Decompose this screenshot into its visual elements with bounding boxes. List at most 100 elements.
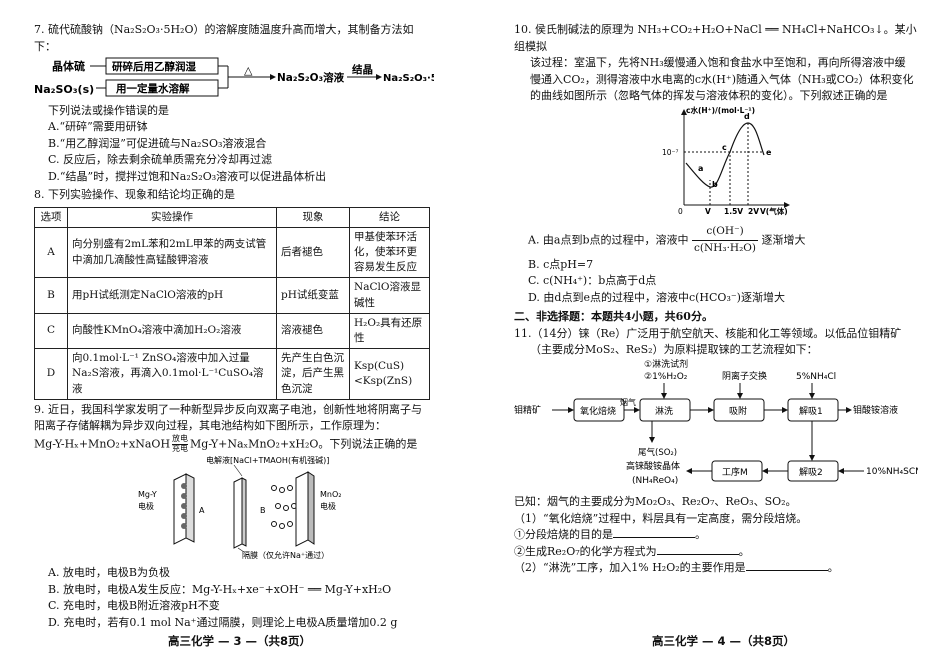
q11-flow-stepm: 工序M	[722, 466, 748, 478]
right-column: 10. 侯氏制碱法的原理为 NH₃+CO₂+H₂O+NaCl ══ NH₄Cl+…	[514, 22, 922, 577]
q7-flow-step-top: 研碎后用乙醇润湿	[112, 60, 196, 73]
q10-graph: c水(H⁺)/(mol·L⁻¹) 10⁻⁷ 0 V 1.5V 2V V(气体) …	[662, 105, 790, 216]
q9-fig-label-b: B	[260, 506, 266, 515]
q9-fig-left-electrode: Mg-Y	[138, 490, 157, 499]
q10-option-a-pre: A. 由a点到b点的过程中，溶液中	[528, 233, 689, 247]
q9-fig-membrane: 隔膜（仅允许Na⁺通过）	[242, 550, 329, 560]
left-page-footer: 高三化学 — 3 —（共8页）	[168, 634, 312, 648]
table-cell: 向酸性KMnO₄溶液中滴加H₂O₂溶液	[67, 312, 277, 350]
q11-flow-tail: 尾气(SO₂)	[638, 447, 677, 458]
q11-flow-smoke: 烟气	[620, 397, 636, 407]
q10-option-a-post: 逐渐增大	[761, 233, 806, 247]
q8-stem: 8. 下列实验操作、现象和结论均正确的是	[34, 188, 235, 201]
q11-flow-desorb2: 解吸2	[799, 466, 823, 478]
q9-fig-right-electrode: MnO₂	[320, 490, 341, 499]
table-cell: B	[34, 277, 68, 314]
q7-option-b: B.“用乙醇润湿”可促进硫与Na₂SO₃溶液混合	[48, 136, 267, 150]
table-header-cell: 结论	[349, 206, 430, 228]
q10-stem-2: 该过程：室温下，先将NH₃缓慢通入饱和食盐水中至饱和，再向所得溶液中缓	[530, 56, 906, 69]
q11-part-1a-text: ①分段焙烧的目的是	[514, 528, 613, 541]
table-cell: NaClO溶液显碱性	[349, 277, 430, 314]
q11-part-1a: ①分段焙烧的目的是 。	[514, 527, 918, 544]
q11-part-1b-text: ②生成Re₂O₇的化学方程式为	[514, 544, 657, 558]
answer-blank[interactable]	[745, 560, 828, 571]
q10-graph-xlabel: V(气体)	[760, 206, 788, 216]
q10-graph-curve	[685, 121, 765, 188]
q10-option-a-fraction: c(OH⁻)c(NH₃·H₂O)	[692, 224, 758, 257]
q11-flow-roast: 氧化焙烧	[580, 405, 616, 417]
table-cell: H₂O₂具有还原性	[349, 312, 430, 350]
q7-ask: 下列说法或操作错误的是	[48, 103, 169, 117]
q11-flow-desorb1: 解吸1	[799, 405, 823, 417]
q9-stem-1: 9. 近日，我国科学家发明了一种新型异步反向双离子电池，创新性地将阴离子与	[34, 402, 422, 416]
table-cell: 甲基使苯环活化，使苯环更容易发生反应	[349, 226, 430, 279]
q7-option-c: C. 反应后，除去剩余硫单质需充分冷却再过滤	[48, 153, 273, 166]
q7-option-a: A.“研碎”需要用研钵	[48, 120, 148, 133]
q9-fig-left-electrode-2: 电极	[138, 501, 154, 511]
q11-stem-2: （主要成分MoS₂、ReS₂）为原料提取铼的工艺流程如下：	[530, 343, 818, 356]
q11-known: 已知：烟气的主要成分为Mo₂O₃、Re₂O₇、ReO₃、SO₂。	[514, 495, 797, 508]
q10-graph-origin: 0	[678, 207, 683, 216]
q9-eq-arrow: 放电充电	[172, 434, 189, 454]
q10-graph-point-b: b	[712, 180, 718, 189]
q9-stem-2: 阳离子存储解耦为异步双向过程，其电池结构如下图所示，工作原理为：	[34, 419, 386, 433]
answer-blank[interactable]	[613, 527, 695, 538]
section-2-heading: 二、非选择题：本题共4小题，共60分。	[514, 310, 713, 323]
fraction-denominator: c(NH₃·H₂O)	[694, 241, 756, 254]
q10-stem-4: 的曲线如图所示（忽略气体的挥发与溶液体积的变化）。下列叙述正确的是	[530, 89, 888, 102]
table-cell: A	[34, 226, 68, 279]
q11-flow-scn: 10%NH₄SCN	[866, 467, 918, 477]
q11-flow-anion: 阴离子交换	[722, 370, 767, 382]
q11-flow-nh4cl: 5%NH₄Cl	[796, 372, 836, 382]
q10-graph-point-a: a	[698, 164, 703, 173]
q7-flow-step-bottom: 用一定量水溶解	[115, 82, 190, 95]
q11-flow-reagent2: ②1%H₂O₂	[644, 372, 688, 382]
table-row: A 向分别盛有2mL苯和2mL甲苯的两支试管中滴加几滴酸性高锰酸钾溶液 后者褪色…	[34, 226, 430, 279]
table-row: C 向酸性KMnO₄溶液中滴加H₂O₂溶液 溶液褪色 H₂O₂具有还原性	[34, 312, 430, 350]
q10-graph-xtick-v: V	[705, 207, 711, 216]
q11-flow-crystal-1: 高铼酸铵晶体	[626, 460, 680, 472]
q11-flow-reagent1: ①淋洗试剂	[644, 359, 688, 370]
right-page-footer: 高三化学 — 4 —（共8页）	[652, 634, 796, 648]
q7-flow-sulfur: 晶体硫	[52, 59, 85, 73]
q11-flow-feed: 钼精矿	[514, 404, 541, 416]
q10-option-c: C. c(NH₄⁺)：b点高于d点	[528, 274, 657, 287]
left-column: 7. 硫代硫酸钠（Na₂S₂O₃·5H₂O）的溶解度随温度升高而增大，其制备方法…	[34, 22, 459, 631]
fraction-numerator: c(OH⁻)	[692, 224, 758, 241]
q9-battery-diagram: 电解液[NaCl+TMAOH(有机强碱)] Mg-Y 电极 A B MnO₂ 电…	[138, 455, 341, 560]
q8-table: 选项 实验操作 现象 结论 A 向分别盛有2mL苯和2mL甲苯的两支试管中滴加几…	[34, 206, 430, 400]
q10-graph-ylabel: c水(H⁺)/(mol·L⁻¹)	[686, 105, 755, 115]
q11-part-1b-end: 。	[738, 544, 750, 558]
q7-option-d: D.“结晶”时，搅拌过饱和Na₂S₂O₃溶液可以促进晶体析出	[48, 169, 327, 183]
q11-part-2-end: 。	[827, 561, 839, 574]
table-cell: Ksp(CuS)<Ksp(ZnS)	[349, 348, 430, 400]
table-row: B 用pH试纸测定NaClO溶液的pH pH试纸变蓝 NaClO溶液显碱性	[34, 277, 430, 314]
answer-blank[interactable]	[656, 544, 739, 555]
q9-fig-label-a: A	[199, 506, 205, 515]
q11-part-2-text: （2）“淋洗”工序，加入1% H₂O₂的主要作用是	[514, 561, 746, 574]
q9-option-c: C. 充电时，电极B附近溶液pH不变	[48, 599, 220, 612]
q9-eq-right: Mg-Y+NaₓMnO₂+xH₂O。下列说法正确的是	[190, 437, 418, 451]
q7-flow-heat: △	[244, 64, 253, 77]
q10-graph-point-c: c	[722, 143, 727, 152]
q10-graph-point-e: e	[766, 148, 772, 157]
q10-graph-xtick-15v: 1.5V	[724, 207, 743, 216]
q7-flow-product: Na₂S₂O₃·5H₂O	[383, 73, 434, 84]
q10-option-b: B. c点pH=7	[528, 257, 594, 271]
table-cell: pH试纸变蓝	[276, 277, 350, 314]
q10-stem-3: 慢通入CO₂，测得溶液中水电离的c水(H⁺)随通入气体（NH₃或CO₂）体积变化	[530, 72, 914, 86]
q11-flow-wash: 淋洗	[655, 405, 673, 417]
q11-part-1a-end: 。	[695, 528, 706, 541]
q9-option-a: A. 放电时，电极B为负极	[48, 566, 171, 579]
table-header-cell: 实验操作	[67, 206, 277, 228]
table-cell: 用pH试纸测定NaClO溶液的pH	[67, 277, 277, 314]
q11-part-1b: ②生成Re₂O₇的化学方程式为 。	[514, 544, 918, 561]
q11-flow-adsorb: 吸附	[729, 405, 747, 417]
q10-option-d: D. 由d点到e点的过程中，溶液中c(HCO₃⁻)逐渐增大	[528, 290, 785, 304]
q9-fig-electrolyte: 电解液[NaCl+TMAOH(有机强碱)]	[206, 455, 329, 465]
q9-fig-right-electrode-2: 电极	[320, 501, 336, 511]
q9-eq-left: Mg-Y-Hₓ+MnO₂+xNaOH	[34, 437, 171, 451]
table-cell: 后者褪色	[276, 226, 350, 279]
